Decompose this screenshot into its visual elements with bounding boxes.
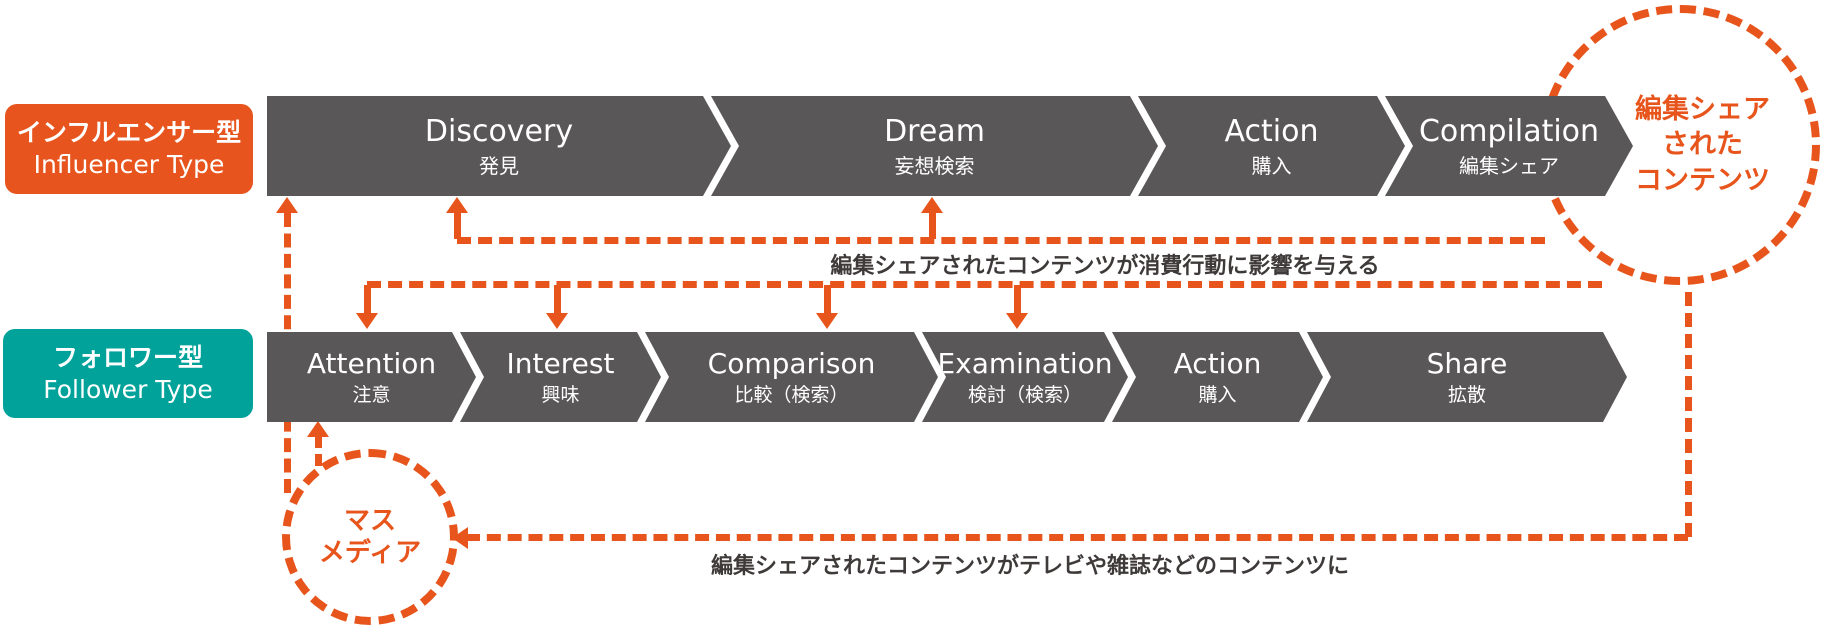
follower-type-label-ja: フォロワー型 <box>52 342 203 372</box>
connector-branch-attention <box>364 285 371 313</box>
follower-type-label: フォロワー型 Follower Type <box>3 329 253 418</box>
annotation-massmedia-text: 編集シェアされたコンテンツがテレビや雑誌などのコンテンツに <box>710 554 1349 579</box>
stage-examination-title: Examination <box>937 347 1113 381</box>
arrowhead-down-comparison <box>816 313 838 329</box>
mass-media-circle-line1: マス <box>343 505 396 536</box>
stage-attention-title: Attention <box>306 347 437 381</box>
connector-circle-to-row1-horizontal <box>457 237 1545 244</box>
arrowhead-up-dream <box>921 197 943 213</box>
stage-dream-subtitle: 妄想検索 <box>894 154 975 178</box>
influencer-type-label-ja: インフルエンサー型 <box>16 118 242 147</box>
shared-content-circle-line1: 編集シェア <box>1635 94 1770 126</box>
stage-action-follower-subtitle: 購入 <box>1198 383 1237 406</box>
influencer-type-label-en: Influencer Type <box>33 150 225 179</box>
stage-compilation-subtitle: 編集シェア <box>1459 154 1559 178</box>
stage-attention: Attention 注意 <box>267 332 476 422</box>
arrowhead-up-attention <box>307 421 329 437</box>
stage-interest: Interest 興味 <box>460 332 661 422</box>
mass-media-circle: マス メディア <box>282 449 458 625</box>
connector-branch-examination <box>1014 285 1021 313</box>
annotation-influence-text: 編集シェアされたコンテンツが消費行動に影響を与える <box>830 254 1380 279</box>
stage-compilation-title: Compilation <box>1418 114 1600 149</box>
stage-action-influencer-title: Action <box>1224 114 1319 149</box>
stage-examination-subtitle: 検討（検索） <box>967 383 1082 406</box>
stage-discovery: Discovery 発見 <box>267 96 731 196</box>
stage-share-subtitle: 拡散 <box>1447 383 1486 406</box>
stage-comparison: Comparison 比較（検索） <box>645 332 938 422</box>
mass-media-circle-line2: メディア <box>318 538 422 568</box>
arrowhead-down-examination <box>1006 313 1028 329</box>
connector-branch-dream <box>929 213 936 239</box>
connector-branch-comparison <box>824 285 831 313</box>
influencer-type-label: インフルエンサー型 Influencer Type <box>5 104 253 194</box>
stage-comparison-subtitle: 比較（検索） <box>734 383 849 406</box>
connector-circle-to-massmedia-horizontal <box>466 534 1688 541</box>
stage-examination: Examination 検討（検索） <box>922 332 1128 422</box>
stage-comparison-title: Comparison <box>707 347 876 381</box>
follower-type-label-en: Follower Type <box>43 374 213 404</box>
arrowhead-down-interest <box>546 313 568 329</box>
connector-circle-to-row2-horizontal <box>367 281 1602 288</box>
arrowhead-down-attention <box>356 313 378 329</box>
stage-share-title: Share <box>1426 347 1508 381</box>
stage-dream: Dream 妄想検索 <box>711 96 1158 196</box>
arrowhead-up-discovery-left <box>276 197 298 213</box>
connector-branch-discovery <box>454 213 461 239</box>
stage-action-influencer: Action 購入 <box>1138 96 1405 196</box>
stage-action-influencer-subtitle: 購入 <box>1251 154 1292 178</box>
arrowhead-up-discovery <box>446 197 468 213</box>
connector-branch-interest <box>554 285 561 313</box>
stage-action-follower-title: Action <box>1173 347 1262 381</box>
stage-discovery-subtitle: 発見 <box>479 154 519 178</box>
arrowhead-left-massmedia <box>452 527 468 549</box>
stage-interest-subtitle: 興味 <box>541 383 580 406</box>
stage-discovery-title: Discovery <box>424 114 574 149</box>
stage-attention-subtitle: 注意 <box>352 383 391 406</box>
shared-content-circle-line3: コンテンツ <box>1635 164 1770 196</box>
stage-compilation: Compilation 編集シェア <box>1385 96 1633 196</box>
stage-interest-title: Interest <box>506 347 615 381</box>
shared-content-circle-line2: された <box>1662 129 1743 161</box>
stage-action-follower: Action 購入 <box>1112 332 1323 422</box>
connector-massmedia-to-attention-line <box>315 436 322 466</box>
stage-dream-title: Dream <box>884 114 985 149</box>
connector-circle-down-vertical <box>1685 292 1692 537</box>
stage-share: Share 拡散 <box>1307 332 1627 422</box>
